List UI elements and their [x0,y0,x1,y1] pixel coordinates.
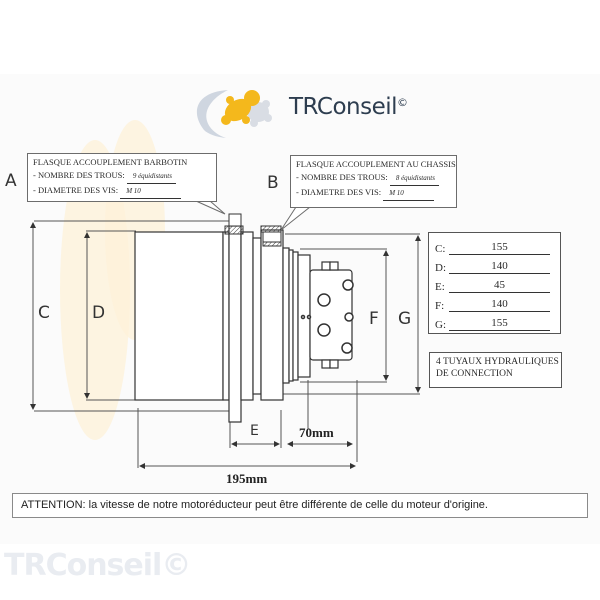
port-icon [342,279,354,291]
spec-row-e: E:45 [435,274,554,293]
callout-a: FLASQUE ACCOUPLEMENT BARBOTIN - NOMBRE D… [27,153,217,202]
drum-body [134,231,224,401]
port-icon [341,342,353,354]
watermark-text: TRConseil© [4,548,191,583]
label-e: E [250,423,259,439]
label-f: F [369,309,379,329]
label-g: G [398,309,412,329]
spec-row-g: G:155 [435,312,554,331]
hydraulics-line-1: 4 TUYAUX HYDRAULIQUES [436,357,559,367]
dimension-195mm: 195mm [226,471,268,486]
brand-logo: TRConseil© [186,82,426,142]
callout-a-screw: - DIAMETRE DES VIS: M 10 [33,184,211,199]
callout-b-holes: - NOMBRE DES TROUS: 8 équidistants [296,171,451,186]
logo-mark-icon [196,90,272,138]
callout-a-holes: - NOMBRE DES TROUS: 9 équidistants [33,169,211,184]
label-b: B [267,173,279,193]
label-d: D [92,303,106,323]
hydraulics-note: 4 TUYAUX HYDRAULIQUES DE CONNECTION [429,352,562,388]
callout-b-screw: - DIAMETRE DES VIS: M 10 [296,186,451,201]
port-icon [317,293,331,307]
label-c: C [38,303,50,323]
callout-b: FLASQUE ACCOUPLEMENT AU CHASSIS - NOMBRE… [290,155,457,208]
port-icon [317,323,331,337]
spec-row-f: F:140 [435,293,554,312]
dimension-spec-table: C:155 D:140 E:45 F:140 G:155 [428,232,561,334]
dimension-70mm: 70mm [299,425,334,440]
callout-a-title: FLASQUE ACCOUPLEMENT BARBOTIN [33,157,188,167]
bottom-margin [0,544,600,600]
callout-b-title: FLASQUE ACCOUPLEMENT AU CHASSIS [296,159,456,169]
barbotin-flange [228,225,242,423]
top-margin [0,0,600,74]
chassis-flange [260,229,284,401]
hydraulics-line-2: DE CONNECTION [436,369,513,379]
port-icon [344,312,354,322]
label-a: A [5,171,17,191]
brand-name: TRConseil© [289,94,408,120]
spec-row-d: D:140 [435,255,554,274]
attention-notice: ATTENTION: la vitesse de notre motoréduc… [12,493,588,518]
spec-row-c: C:155 [435,236,554,255]
